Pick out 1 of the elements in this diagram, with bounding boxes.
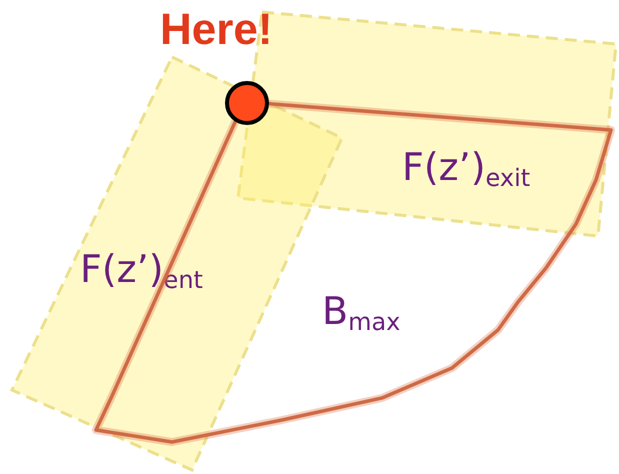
callout-text: Here! <box>160 8 272 52</box>
